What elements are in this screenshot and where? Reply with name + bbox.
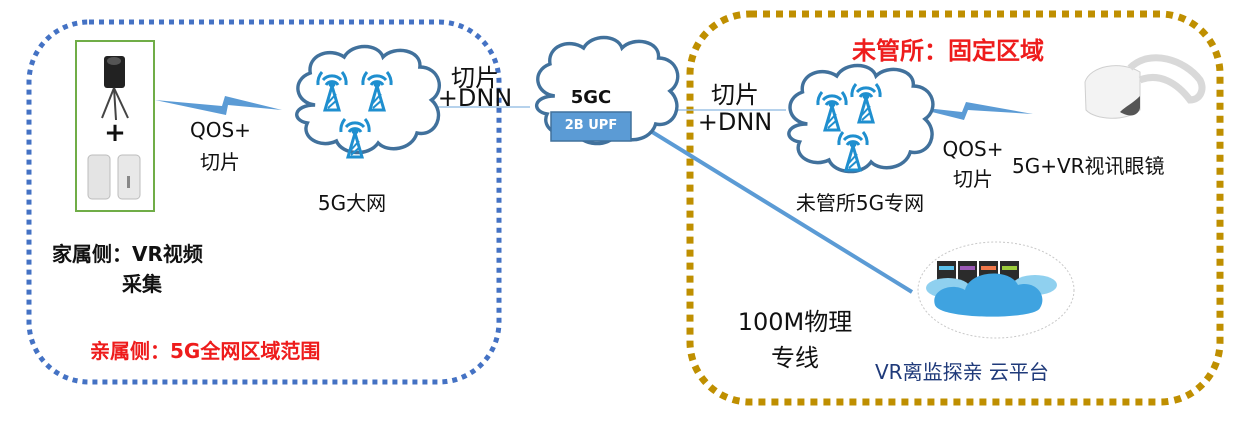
5g-network-label: 5G大网 bbox=[317, 191, 387, 215]
slice-dnn-label-left-line2: +DNN bbox=[437, 84, 513, 112]
qos-slice-label-right-line2: 切片 bbox=[953, 167, 993, 191]
server-status-strip bbox=[939, 266, 954, 270]
family-side-caption-line1: 家属侧：VR视频 bbox=[52, 242, 203, 266]
family-zone-title: 亲属侧：5G全网区域范围 bbox=[90, 339, 321, 363]
vr-headset-icon bbox=[1084, 54, 1206, 119]
vr-camera-tripod-icon bbox=[101, 56, 129, 121]
server-status-strip bbox=[960, 266, 975, 270]
5g-network-cloud bbox=[295, 44, 442, 155]
cpe-router-icon bbox=[87, 154, 141, 200]
qos-slice-label-right-line1: QOS+ bbox=[942, 137, 1004, 161]
slice-dnn-label-right-line2: +DNN bbox=[697, 108, 773, 136]
cloud-platform-label: VR离监探亲 云平台 bbox=[875, 360, 1049, 384]
slice-dnn-label-right-line1: 切片 bbox=[711, 81, 759, 109]
facility-zone-title: 未管所：固定区域 bbox=[852, 37, 1044, 65]
server-status-strip bbox=[1002, 266, 1017, 270]
wireless-link-left bbox=[155, 96, 282, 115]
slice-dnn-label-left-line1: 切片 bbox=[451, 64, 499, 92]
device-plus-sign: + bbox=[104, 118, 126, 148]
family-side-caption-line2: 采集 bbox=[122, 272, 162, 296]
cloud-platform-icon bbox=[917, 241, 1075, 339]
upf-label: 2B UPF bbox=[564, 118, 618, 133]
dedicated-line-label-line2: 专线 bbox=[771, 344, 819, 372]
qos-slice-label-left-line2: 切片 bbox=[200, 150, 240, 174]
upf-box bbox=[550, 111, 632, 142]
right-zone-border bbox=[686, 10, 1224, 406]
5gc-label: 5GC bbox=[570, 87, 612, 108]
qos-slice-label-left-line1: QOS+ bbox=[190, 118, 251, 142]
private-network-label: 未管所5G专网 bbox=[795, 191, 925, 215]
left-zone-border bbox=[26, 19, 502, 385]
server-status-strip bbox=[981, 266, 996, 270]
dedicated-line-label-line1: 100M物理 bbox=[737, 308, 853, 336]
vr-headset-label: 5G+VR视讯眼镜 bbox=[1012, 154, 1165, 178]
dedicated-line bbox=[634, 120, 914, 294]
